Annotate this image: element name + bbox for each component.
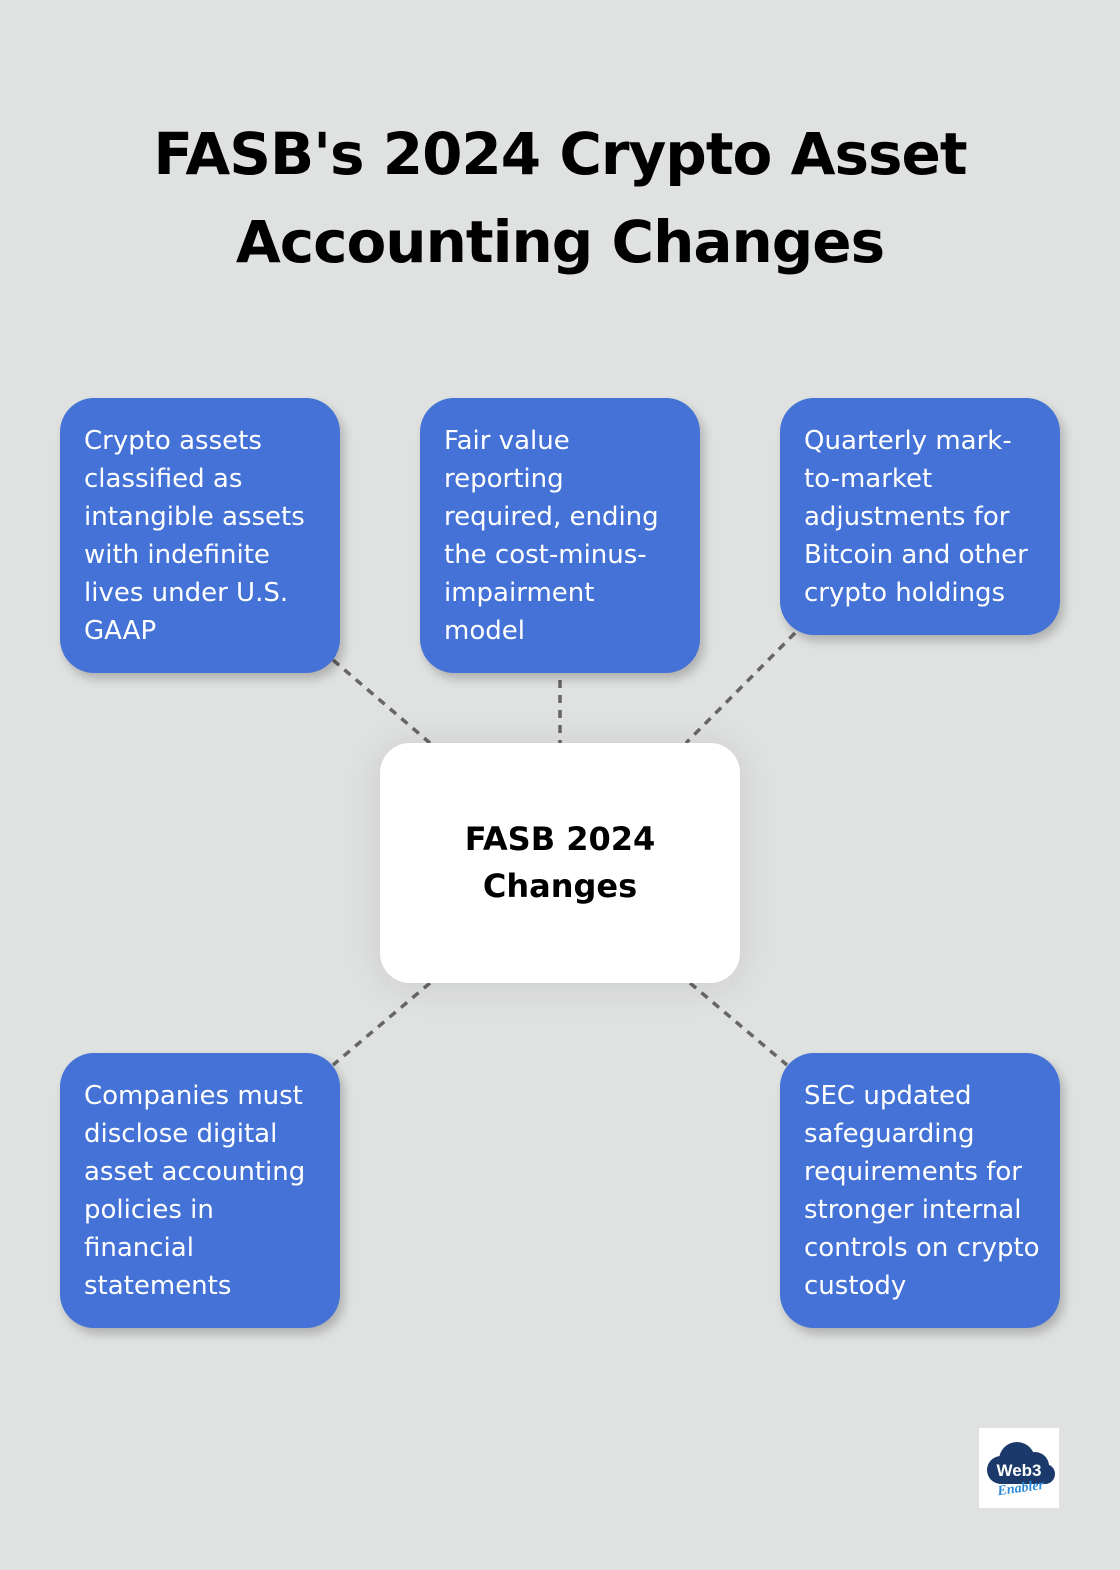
node-text: SEC updated safeguarding requirements fo… [804, 1081, 1040, 1301]
page-title: FASB's 2024 Crypto Asset Accounting Chan… [0, 110, 1120, 286]
connector-top-right [684, 631, 797, 745]
center-node-line-1: FASB 2024 [464, 820, 656, 858]
web3-enabler-logo: Web3 Enabler [979, 1428, 1059, 1508]
cloud-icon: Web3 Enabler [987, 1442, 1055, 1500]
node-bottom-left: Companies must disclose digital asset ac… [60, 1053, 340, 1328]
node-text: Fair value reporting required, ending th… [444, 426, 659, 646]
node-text: Crypto assets classified as intangible a… [84, 426, 305, 646]
title-line-1: FASB's 2024 Crypto Asset [153, 120, 967, 188]
logo-word-enabler: Enabler [996, 1478, 1046, 1500]
node-top-right: Quarterly mark-to-market adjustments for… [780, 398, 1060, 635]
node-top-left: Crypto assets classified as intangible a… [60, 398, 340, 673]
connector-bottom-right [688, 981, 789, 1067]
node-text: Quarterly mark-to-market adjustments for… [804, 426, 1028, 608]
node-top-center: Fair value reporting required, ending th… [420, 398, 700, 673]
node-bottom-right: SEC updated safeguarding requirements fo… [780, 1053, 1060, 1328]
node-text: Companies must disclose digital asset ac… [84, 1081, 306, 1301]
logo-word-web3: Web3 [996, 1461, 1041, 1480]
title-line-2: Accounting Changes [235, 208, 885, 276]
connector-top-left [331, 658, 432, 745]
center-node: FASB 2024 Changes [380, 743, 740, 983]
connector-bottom-left [331, 981, 432, 1067]
center-node-line-2: Changes [482, 867, 638, 905]
